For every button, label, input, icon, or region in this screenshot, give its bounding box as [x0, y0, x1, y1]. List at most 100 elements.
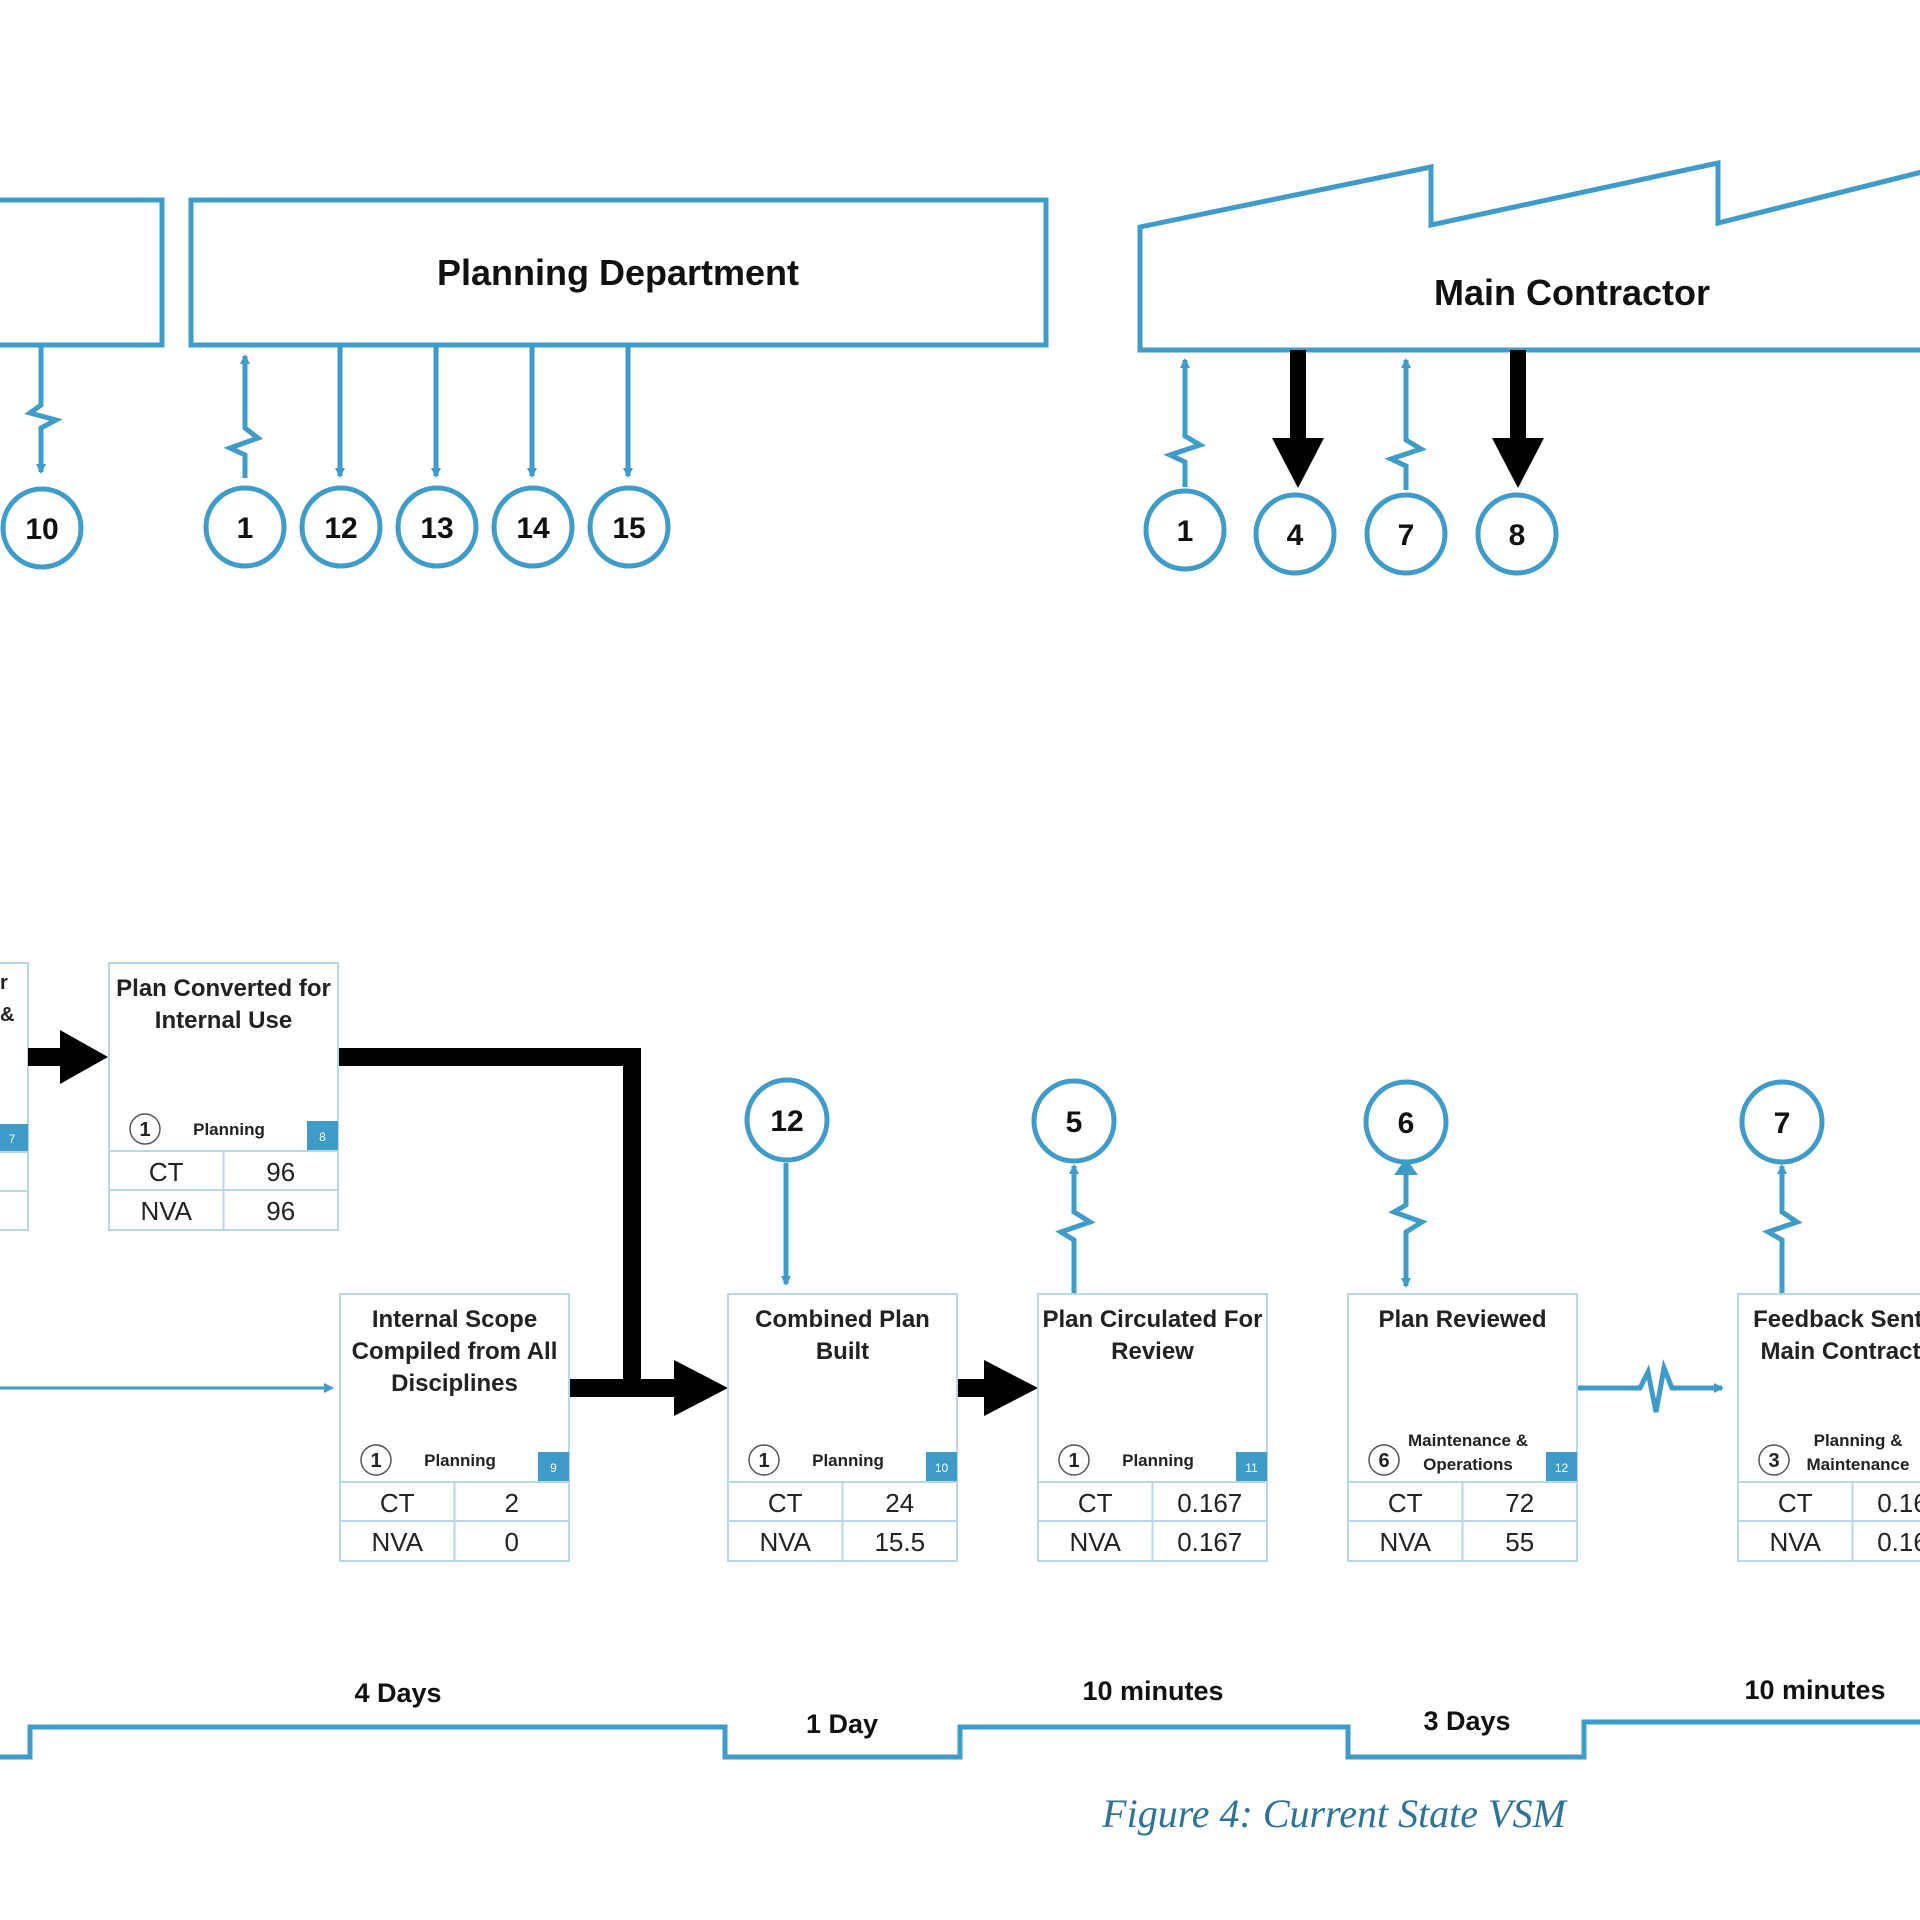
info-node: 12: [299, 485, 383, 569]
svg-text:1: 1: [237, 512, 254, 545]
operator-count: 1: [370, 1450, 381, 1472]
nva-value: 96: [266, 1196, 295, 1226]
svg-text:14: 14: [516, 512, 550, 545]
svg-text:7: 7: [9, 1132, 16, 1146]
process-id: 11: [1245, 1461, 1258, 1475]
process-id-badge: [1236, 1452, 1267, 1482]
process-title: Internal Use: [155, 1007, 292, 1034]
operator-count: 3: [1768, 1450, 1779, 1472]
nva-label: NVA: [759, 1527, 811, 1557]
operator-count: 1: [139, 1119, 150, 1141]
timeline: 4 Days 1 Day 10 minutes 3 Days 10 minute…: [0, 1675, 1920, 1760]
operator-icon: [129, 1113, 161, 1145]
nva-value: 0.167: [1877, 1527, 1920, 1557]
svg-text:1: 1: [1177, 515, 1194, 548]
ct-label: CT: [768, 1488, 803, 1518]
nva-label: NVA: [1069, 1527, 1121, 1557]
process-department: Maintenance &: [1408, 1431, 1528, 1450]
process-title: Plan Circulated For: [1042, 1306, 1262, 1333]
process-department: Operations: [1423, 1455, 1513, 1474]
nva-value: 0.167: [1177, 1527, 1242, 1557]
ct-label: CT: [380, 1488, 415, 1518]
svg-text:6: 6: [1398, 1107, 1415, 1140]
process-info-connectors: [781, 1163, 1803, 1294]
planning-department-label: Planning Department: [437, 252, 799, 293]
nva-label: NVA: [1379, 1527, 1431, 1557]
svg-text:10: 10: [25, 513, 58, 546]
svg-text:12: 12: [324, 512, 357, 545]
process-id: 9: [550, 1461, 557, 1475]
timeline-label: 4 Days: [354, 1678, 441, 1708]
info-node: 1: [1143, 488, 1227, 572]
process-info-node: 6: [1363, 1079, 1449, 1165]
nva-value: 55: [1505, 1527, 1534, 1557]
process-department: Planning: [812, 1451, 884, 1470]
process-id-badge: [538, 1452, 569, 1482]
planning-department-box: Planning Department: [188, 197, 1049, 348]
operator-icon: [1368, 1444, 1400, 1476]
operator-icon: [1058, 1444, 1090, 1476]
process-title: Combined Plan: [755, 1306, 930, 1333]
operator-count: 1: [1068, 1450, 1079, 1472]
process-id-badge: [1546, 1452, 1577, 1482]
operator-icon: [748, 1444, 780, 1476]
process-title: Main Contractor: [1760, 1338, 1920, 1365]
process-title: Compiled from All: [352, 1338, 558, 1365]
svg-text:12: 12: [770, 1105, 803, 1138]
nva-value: 0: [505, 1527, 519, 1557]
ct-value: 72: [1505, 1488, 1534, 1518]
main-contractor-factory: Main Contractor: [1137, 159, 1920, 353]
process-title: Plan Converted for: [116, 975, 331, 1002]
operator-count: 6: [1378, 1450, 1389, 1472]
operator-icon: [360, 1444, 392, 1476]
process-box-frame: [1737, 1293, 1920, 1562]
info-connectors: [24, 345, 1427, 490]
ct-value: 24: [885, 1488, 914, 1518]
info-node: 8: [1475, 492, 1559, 576]
process-title: Internal Scope: [372, 1306, 537, 1333]
timeline-label: 10 minutes: [1744, 1675, 1885, 1705]
process-id: 12: [1555, 1461, 1569, 1475]
process-id: 8: [319, 1130, 326, 1144]
info-node: 10: [0, 486, 84, 570]
figure-caption: Figure 4: Current State VSM: [1101, 1791, 1568, 1836]
svg-text:7: 7: [1398, 519, 1415, 552]
push-arrow-elbow: [338, 1048, 728, 1416]
process-id: 10: [935, 1461, 949, 1475]
svg-text:&: &: [0, 1004, 14, 1026]
svg-text:13: 13: [420, 512, 453, 545]
nva-label: NVA: [140, 1196, 192, 1226]
push-arrow: [28, 1030, 108, 1084]
operator-count: 1: [758, 1450, 769, 1472]
process-box-partial: r & 7: [0, 962, 29, 1231]
operator-icon: [1758, 1444, 1790, 1476]
process-id-badge: [307, 1121, 338, 1151]
process-info-node: 12: [744, 1077, 830, 1163]
ct-value: 0.167: [1177, 1488, 1242, 1518]
nva-value: 15.5: [874, 1527, 925, 1557]
electronic-flow-arrow: [1578, 1359, 1724, 1413]
main-contractor-label: Main Contractor: [1434, 272, 1710, 313]
ct-label: CT: [1778, 1488, 1813, 1518]
process-department: Planning: [193, 1120, 265, 1139]
timeline-label: 10 minutes: [1082, 1676, 1223, 1706]
process-id-badge: [926, 1452, 957, 1482]
process-info-node: 7: [1739, 1079, 1825, 1165]
process-department: Maintenance: [1807, 1455, 1910, 1474]
ct-value: 0.167: [1877, 1488, 1920, 1518]
info-node: 13: [395, 485, 479, 569]
timeline-label: 3 Days: [1423, 1706, 1510, 1736]
ct-label: CT: [1078, 1488, 1113, 1518]
left-partial-department: [0, 197, 165, 348]
svg-text:4: 4: [1287, 519, 1304, 552]
process-box: Feedback Sent toMain Contractor3Planning…: [1737, 1293, 1920, 1562]
timeline-label: 1 Day: [806, 1709, 878, 1739]
process-department: Planning: [424, 1451, 496, 1470]
svg-text:7: 7: [1774, 1107, 1791, 1140]
process-department: Planning: [1122, 1451, 1194, 1470]
